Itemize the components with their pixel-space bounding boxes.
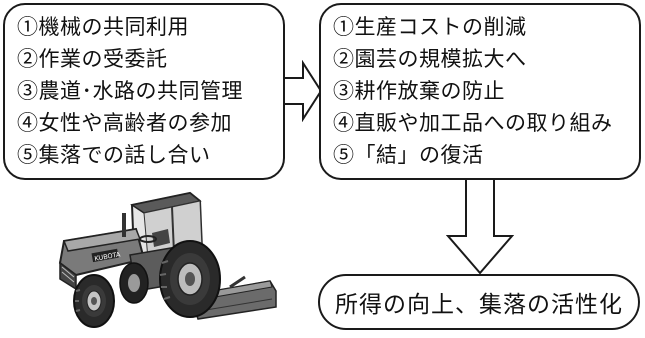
result-box: 所得の向上、集落の活性化 — [318, 274, 640, 330]
effect-item-3: ③耕作放棄の防止 — [333, 79, 505, 103]
tractor-illustration: KUBOTA — [58, 191, 277, 328]
effect-item-4: ④直販や加工品への取り組み — [333, 111, 613, 135]
measure-item-3: ③農道･水路の共同管理 — [17, 79, 243, 103]
effect-item-2: ②園芸の規模拡大へ — [333, 47, 527, 71]
result-label: 所得の向上、集落の活性化 — [335, 292, 623, 318]
measure-item-5: ⑤集落での話し合い — [17, 143, 211, 167]
effect-item-5: ⑤「結」の復活 — [333, 143, 484, 167]
measure-item-2: ②作業の受委託 — [17, 47, 168, 71]
measure-item-1: ①機械の共同利用 — [17, 15, 189, 39]
measure-item-4: ④女性や高齢者の参加 — [17, 111, 232, 135]
measures-box: ①機械の共同利用 ②作業の受委託 ③農道･水路の共同管理 ④女性や高齢者の参加 … — [3, 3, 285, 180]
right-arrow-icon — [283, 60, 323, 122]
effects-box: ①生産コストの削減 ②園芸の規模拡大へ ③耕作放棄の防止 ④直販や加工品への取り… — [319, 3, 641, 180]
down-arrow-icon — [446, 178, 514, 275]
effect-item-1: ①生産コストの削減 — [333, 15, 527, 39]
